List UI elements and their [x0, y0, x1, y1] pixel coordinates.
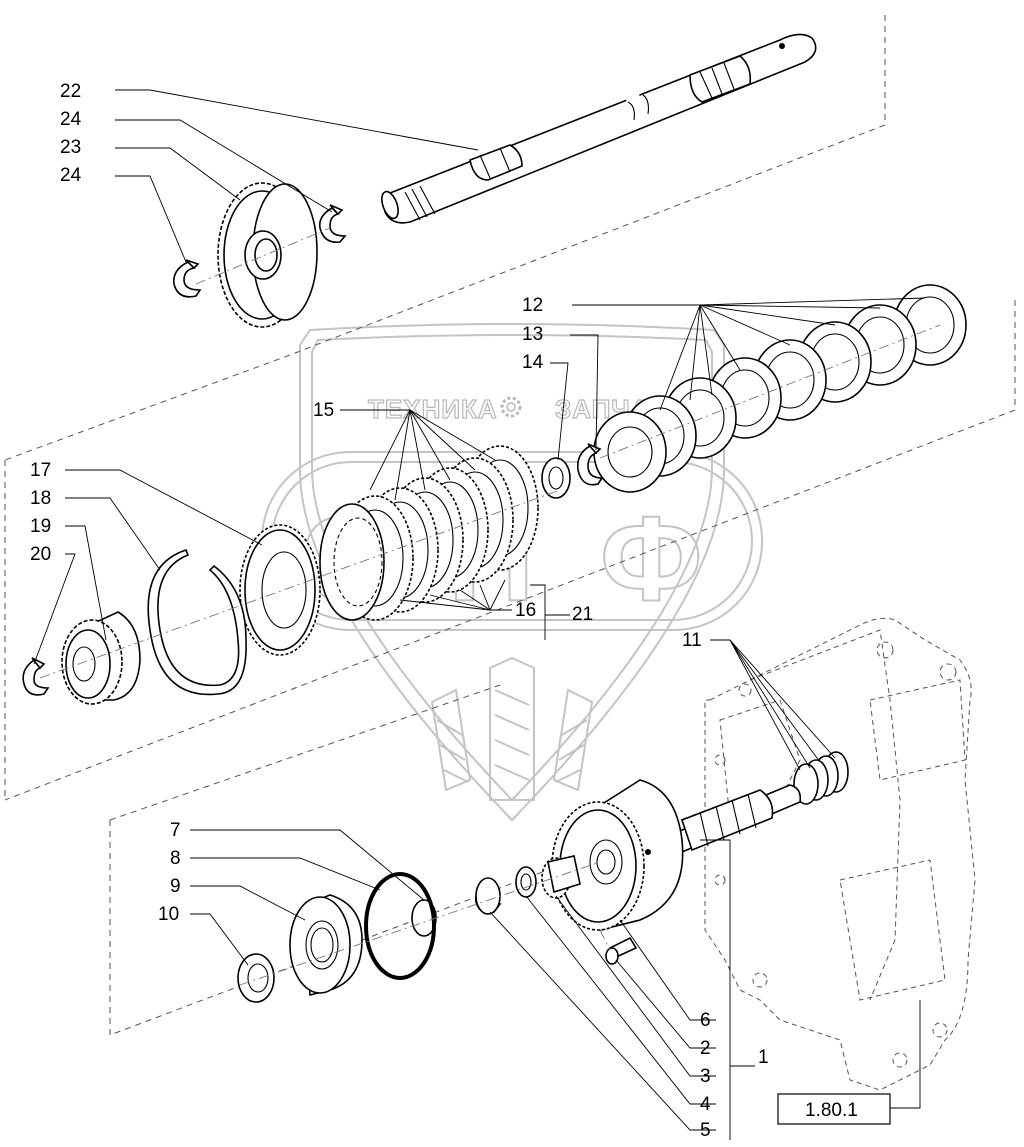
callout-7: 7 — [170, 820, 181, 841]
callout-22: 22 — [60, 81, 81, 102]
circlip-24-upper — [318, 204, 347, 244]
bolt-2 — [605, 936, 638, 965]
washer-14 — [541, 457, 571, 499]
seal-ring-8 — [364, 872, 436, 980]
callout-19: 19 — [30, 516, 51, 537]
callout-5: 5 — [700, 1120, 711, 1141]
reference-label: 1.80.1 — [805, 1100, 858, 1121]
clutch-plates-15-16 — [319, 445, 539, 621]
leader-lines — [33, 89, 926, 1140]
callout-12: 12 — [522, 295, 543, 316]
drum-shaft-6 — [551, 779, 802, 932]
gear-icon — [500, 396, 522, 418]
section-frames — [4, 15, 1016, 1036]
callout-9: 9 — [170, 876, 181, 897]
bushing-4 — [515, 866, 537, 898]
snap-ring-18 — [147, 549, 247, 696]
callout-24-upper: 24 — [60, 109, 82, 130]
callout-10: 10 — [158, 904, 179, 925]
callout-11: 11 — [682, 630, 702, 651]
disc-stack-12 — [593, 284, 967, 493]
callout-6: 6 — [700, 1010, 711, 1031]
piston-9 — [289, 894, 363, 997]
callout-15: 15 — [313, 400, 334, 421]
callout-16: 16 — [515, 600, 536, 621]
housing-outline — [704, 617, 976, 1091]
end-plate-17 — [239, 524, 321, 656]
callout-21: 21 — [572, 604, 593, 625]
washer-10 — [237, 953, 275, 1003]
callout-4: 4 — [700, 1094, 711, 1115]
watermark-left-text: ТЕХНИКА — [368, 394, 498, 424]
reference-box[interactable]: 1.80.1 — [777, 1093, 891, 1125]
circlip-24-lower — [172, 259, 202, 298]
callout-14: 14 — [522, 352, 544, 373]
callout-20: 20 — [30, 544, 51, 565]
ring-5 — [474, 877, 502, 915]
callout-23: 23 — [60, 137, 81, 158]
callout-3: 3 — [700, 1066, 711, 1087]
axis-lines — [39, 227, 941, 986]
callouts: 22 24 23 24 12 13 14 15 17 18 19 20 16 2… — [30, 81, 769, 1141]
hub-19 — [61, 611, 141, 705]
callout-2: 2 — [700, 1038, 711, 1059]
callout-18: 18 — [30, 488, 51, 509]
callout-1: 1 — [758, 1047, 769, 1068]
snap-ring-13 — [576, 443, 604, 486]
watermark-letter-f: Ф — [600, 492, 702, 626]
wheat-emblem-icon — [430, 656, 594, 801]
callout-13: 13 — [522, 324, 543, 345]
callout-17: 17 — [30, 460, 51, 481]
shaft-22 — [381, 33, 817, 224]
gear-23 — [217, 182, 318, 328]
callout-8: 8 — [170, 848, 181, 869]
callout-24-lower: 24 — [60, 165, 82, 186]
seal-rings-11 — [793, 751, 849, 805]
